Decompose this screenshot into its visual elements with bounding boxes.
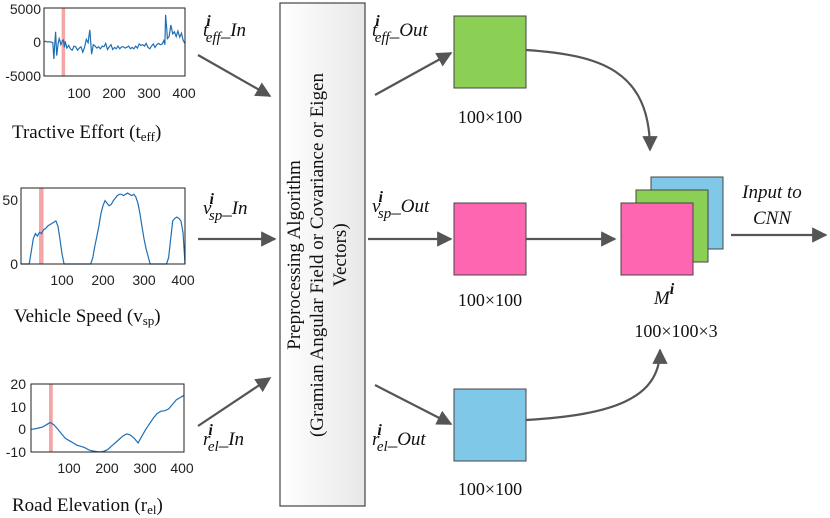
x-tick-label: 300 bbox=[137, 85, 161, 101]
y-tick-label: 50 bbox=[2, 192, 18, 208]
tractive-effort-series-line bbox=[43, 14, 186, 60]
y-tick-label: -5000 bbox=[5, 68, 41, 84]
vehicle-speed-chart: 50 0 100 200 300 400 Vehicle Speed (vsp) bbox=[2, 187, 195, 328]
output-dimension-label: 100×100 bbox=[458, 290, 522, 310]
chart-caption: Road Elevation (rel) bbox=[12, 495, 163, 517]
y-tick-label: 0 bbox=[10, 256, 18, 272]
vehicle-speed-series-line bbox=[21, 192, 186, 265]
highlight-band bbox=[39, 188, 44, 264]
preprocessing-line-1: Preprocessing Algorithm bbox=[284, 160, 305, 350]
output-arrow-elevation bbox=[374, 384, 453, 425]
y-tick-label: 20 bbox=[10, 376, 26, 392]
plot-frame bbox=[30, 383, 185, 453]
highlight-window bbox=[39, 188, 44, 264]
x-tick-label: 100 bbox=[50, 272, 74, 288]
chart-caption: Vehicle Speed (vsp) bbox=[14, 306, 161, 328]
plot-frame bbox=[43, 7, 186, 77]
road-elevation-chart: 20 10 0 -10 100 200 300 400 Road Elevati… bbox=[6, 376, 194, 517]
x-tick-label: 200 bbox=[91, 272, 115, 288]
cnn-label-line-1: Input to bbox=[741, 182, 802, 203]
y-tick-label: -10 bbox=[6, 444, 26, 460]
x-tick-label: 200 bbox=[95, 460, 119, 476]
tractive-effort-output-square bbox=[453, 15, 527, 89]
highlight-window bbox=[48, 384, 53, 452]
y-tick-label: 10 bbox=[10, 399, 26, 415]
preprocessing-label: Preprocessing Algorithm (Gramian Angular… bbox=[284, 72, 351, 437]
preprocessing-line-2: (Gramian Angular Field or Covariance or … bbox=[307, 72, 328, 437]
output-arrow-tractive bbox=[374, 52, 453, 96]
chart-caption: Tractive Effort (teff) bbox=[12, 122, 161, 144]
tractive-effort-chart: 5000 0 -5000 100 200 300 400 Tractive Ef… bbox=[5, 1, 196, 144]
stack-label: Mi bbox=[653, 281, 675, 309]
y-tick-label: 5000 bbox=[10, 1, 41, 17]
plot-frame bbox=[20, 187, 186, 265]
x-tick-label: 400 bbox=[170, 460, 194, 476]
preprocessing-box bbox=[279, 2, 366, 507]
road-elevation-output-square bbox=[453, 388, 527, 462]
x-tick-label: 300 bbox=[132, 272, 156, 288]
x-tick-label: 100 bbox=[67, 85, 91, 101]
x-tick-label: 300 bbox=[133, 460, 157, 476]
output-dimension-label: 100×100 bbox=[458, 107, 522, 127]
x-tick-label: 400 bbox=[172, 85, 196, 101]
x-tick-label: 400 bbox=[171, 272, 195, 288]
output-dimension-label: 100×100 bbox=[458, 479, 522, 499]
x-tick-label: 100 bbox=[57, 460, 81, 476]
stack-dimension-label: 100×100×3 bbox=[634, 321, 717, 341]
stack-layer-pink bbox=[620, 202, 694, 276]
input-arrow-tractive bbox=[197, 54, 272, 97]
y-tick-label: 0 bbox=[33, 34, 41, 50]
road-elevation-series-line bbox=[30, 394, 185, 453]
cnn-label-line-2: CNN bbox=[753, 208, 792, 229]
curved-arrow-to-stack bbox=[525, 348, 668, 422]
curved-arrow-to-stack bbox=[525, 48, 658, 152]
x-tick-label: 200 bbox=[102, 85, 126, 101]
input-arrow-elevation bbox=[197, 377, 272, 427]
highlight-band bbox=[48, 384, 53, 452]
y-tick-label: 0 bbox=[18, 421, 26, 437]
vehicle-speed-output-square bbox=[453, 202, 527, 276]
preprocessing-line-3: Vectors) bbox=[330, 223, 351, 286]
